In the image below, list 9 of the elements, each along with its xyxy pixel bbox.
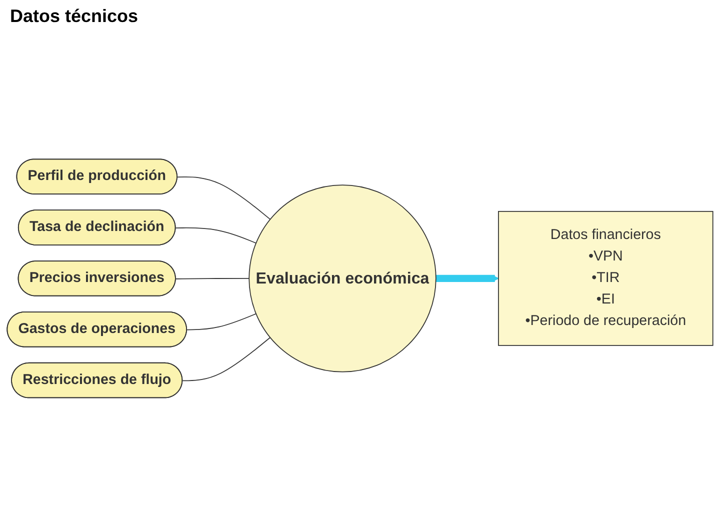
node-box: Datos financieros •VPN •TIR •EI •Periodo de recuperación xyxy=(498,210,714,346)
connector xyxy=(186,312,256,330)
connector xyxy=(175,278,250,279)
node-circle: Evaluación económica xyxy=(248,184,436,372)
connector xyxy=(182,336,271,381)
title: Datos técnicos xyxy=(10,6,140,27)
connector xyxy=(177,176,271,220)
arrow xyxy=(436,274,499,282)
connector xyxy=(175,226,256,244)
